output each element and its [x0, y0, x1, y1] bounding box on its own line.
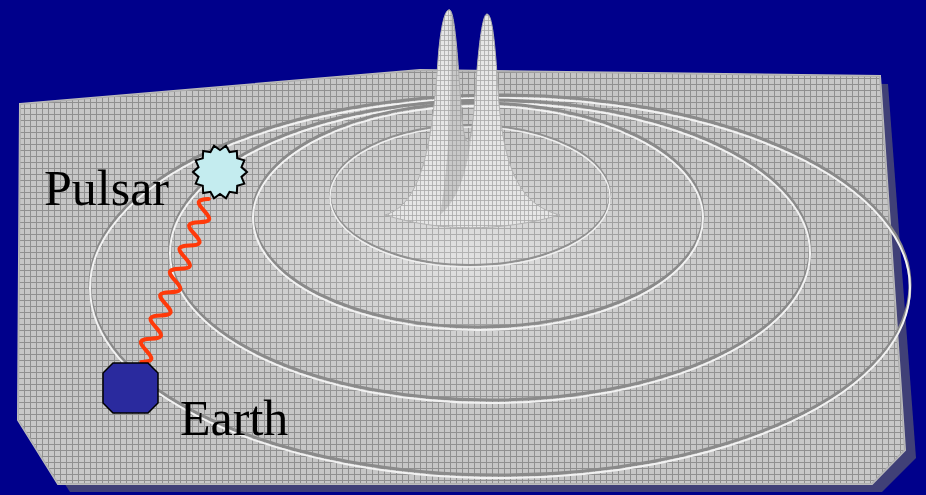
- peak-shading: [440, 10, 474, 215]
- pulsar-star: Pulsar: [193, 145, 247, 199]
- binary-peaks: [385, 10, 560, 228]
- burst-outline: [193, 146, 247, 199]
- octagon-outline: [103, 363, 158, 413]
- earth-marker: Earth: [102, 362, 159, 414]
- signal-wave: [141, 199, 209, 362]
- pulsar-burst: [193, 145, 247, 199]
- node-label: Pulsar: [44, 163, 169, 213]
- earth-octagon: [102, 362, 159, 414]
- node-label: Earth: [180, 393, 288, 443]
